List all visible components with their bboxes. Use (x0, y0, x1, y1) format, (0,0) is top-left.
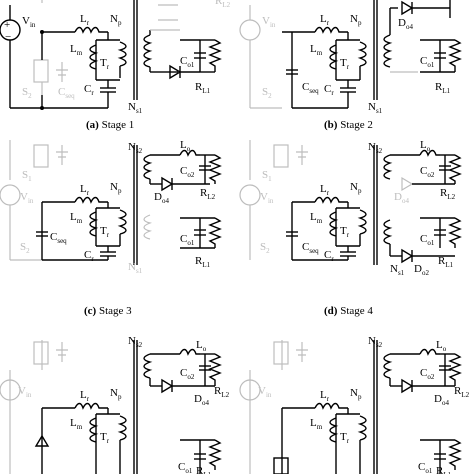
panel-stage-2: Vin Cseq S2 Lr Lm Tr Cr Np Ns1 Do4 (239, 0, 462, 131)
svg-text:RL1: RL1 (195, 255, 211, 269)
svg-text:Lm: Lm (70, 417, 83, 431)
svg-text:Np: Np (350, 13, 362, 27)
panel-stage-1: + − Vin S2 Cseq Lr Lm Tr (0, 0, 231, 131)
svg-text:RL2: RL2 (454, 385, 470, 399)
svg-text:Do4: Do4 (194, 393, 209, 407)
svg-text:S1: S1 (262, 169, 272, 183)
svg-text:Lm: Lm (70, 211, 83, 225)
svg-text:Cr: Cr (324, 249, 334, 263)
svg-text:Vin: Vin (262, 15, 276, 29)
svg-text:Cseq: Cseq (50, 231, 67, 245)
svg-text:Lr: Lr (80, 389, 90, 403)
svg-text:Ns1: Ns1 (390, 263, 405, 277)
svg-text:Tr: Tr (340, 431, 350, 445)
panel-stage-6-partial: Vin Lr Lm Tr Np Ns2 Do4 Lo Co2 RL2 (239, 335, 470, 474)
svg-text:Co1: Co1 (180, 233, 195, 247)
svg-text:Lo: Lo (436, 339, 447, 353)
svg-text:Vin: Vin (260, 191, 274, 205)
svg-text:Lo: Lo (180, 139, 191, 153)
svg-text:Do4: Do4 (154, 191, 169, 205)
svg-text:Lr: Lr (80, 13, 90, 27)
svg-text:RL1: RL1 (436, 465, 452, 474)
svg-text:S2: S2 (20, 241, 30, 255)
svg-text:Vin: Vin (258, 385, 272, 399)
svg-text:Np: Np (110, 181, 122, 195)
svg-text:Lo: Lo (196, 339, 207, 353)
svg-text:−: − (5, 31, 11, 43)
svg-text:Do4: Do4 (394, 191, 409, 205)
svg-text:Lr: Lr (320, 183, 330, 197)
svg-text:Co2: Co2 (420, 165, 435, 179)
svg-text:Lm: Lm (310, 43, 323, 57)
svg-text:Do2: Do2 (414, 263, 429, 277)
svg-text:+: + (4, 19, 10, 31)
svg-text:Tr: Tr (340, 225, 350, 239)
panel-stage-5-partial: Vin Lr Lm Tr Np Ns2 Do4 Lo Co2 RL2 (0, 335, 230, 474)
svg-text:Lm: Lm (70, 43, 83, 57)
svg-text:RL2: RL2 (215, 0, 231, 9)
svg-text:RL2: RL2 (214, 385, 230, 399)
input-source: + − Vin (0, 5, 36, 108)
svg-text:Cseq: Cseq (302, 241, 319, 255)
svg-text:Np: Np (350, 181, 362, 195)
svg-text:Tr: Tr (340, 57, 350, 71)
switch-s2: S2 Cseq (22, 59, 75, 100)
svg-text:RL1: RL1 (196, 465, 212, 474)
svg-text:Co1: Co1 (420, 233, 435, 247)
svg-text:Co2: Co2 (180, 165, 195, 179)
svg-text:Lr: Lr (320, 13, 330, 27)
svg-text:Do4: Do4 (434, 393, 449, 407)
svg-text:Tr: Tr (100, 431, 110, 445)
svg-text:Ns2: Ns2 (128, 335, 143, 349)
svg-text:Ns2: Ns2 (128, 141, 143, 155)
svg-text:Ns1: Ns1 (128, 101, 143, 115)
svg-text:RL1: RL1 (435, 81, 451, 95)
svg-text:Tr: Tr (100, 225, 110, 239)
panel-stage-3: S1 Vin Cseq S2 Lr Lm Tr Cr Np Ns2 (0, 139, 222, 317)
svg-text:Cr: Cr (84, 83, 94, 97)
svg-text:S1: S1 (22, 169, 32, 183)
svg-text:Tr: Tr (100, 57, 110, 71)
svg-text:RL1: RL1 (195, 81, 211, 95)
svg-text:Lm: Lm (310, 211, 323, 225)
svg-text:Ns1: Ns1 (368, 101, 383, 115)
svg-text:Cr: Cr (84, 249, 94, 263)
svg-text:Cseq: Cseq (302, 81, 319, 95)
svg-text:Vin: Vin (20, 191, 34, 205)
caption-stage-4: (d) Stage 4 (324, 305, 373, 317)
svg-text:Co1: Co1 (178, 461, 193, 474)
svg-text:Lr: Lr (80, 183, 90, 197)
svg-text:Co2: Co2 (180, 367, 195, 381)
svg-text:Co2: Co2 (420, 367, 435, 381)
svg-text:Co1: Co1 (420, 55, 435, 69)
svg-text:Cseq: Cseq (58, 86, 75, 100)
caption-stage-1: (a) Stage 1 (86, 119, 134, 131)
svg-text:Lr: Lr (320, 389, 330, 403)
svg-text:Np: Np (110, 13, 122, 27)
svg-text:Np: Np (110, 387, 122, 401)
svg-text:Vin: Vin (18, 385, 32, 399)
svg-text:S2: S2 (22, 86, 32, 100)
svg-text:Lm: Lm (310, 417, 323, 431)
svg-text:Np: Np (350, 387, 362, 401)
svg-text:Do4: Do4 (398, 17, 413, 31)
caption-stage-3: (c) Stage 3 (84, 305, 132, 317)
svg-text:RL2: RL2 (440, 187, 456, 201)
svg-text:Cr: Cr (324, 83, 334, 97)
svg-text:S2: S2 (260, 241, 270, 255)
svg-text:Lo: Lo (420, 139, 431, 153)
svg-text:RL2: RL2 (200, 187, 216, 201)
svg-text:Ns2: Ns2 (368, 335, 383, 349)
svg-text:RL1: RL1 (438, 255, 454, 269)
svg-text:S2: S2 (262, 86, 272, 100)
svg-text:Co1: Co1 (418, 461, 433, 474)
vin-label: Vin (22, 15, 36, 29)
panel-stage-4: S1 Vin Cseq S2 Lr Lm Tr Cr Np Ns2 D (239, 139, 462, 317)
svg-text:Ns2: Ns2 (368, 141, 383, 155)
svg-text:Ns1: Ns1 (128, 261, 143, 275)
caption-stage-2: (b) Stage 2 (324, 119, 373, 131)
svg-text:Co1: Co1 (180, 55, 195, 69)
